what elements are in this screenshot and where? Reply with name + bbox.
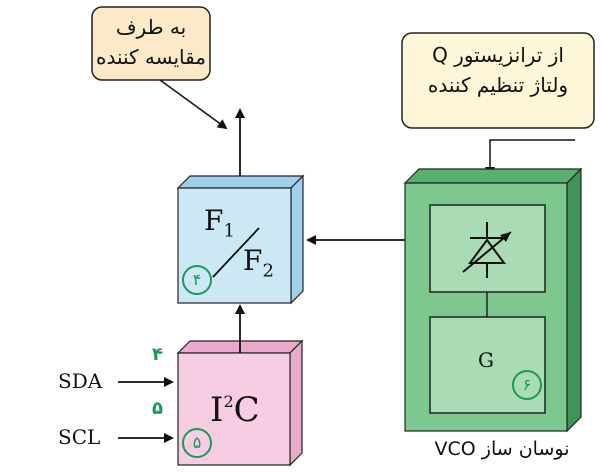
sda-label: SDA <box>58 369 103 393</box>
i2c-number-badge: ۵ <box>182 428 212 458</box>
scl-pin-number: ۵ <box>152 398 163 419</box>
vco-block <box>403 167 583 433</box>
divider-number-badge: ۴ <box>182 265 212 295</box>
transistor-line1: از ترانزیستور Q <box>432 43 564 67</box>
transistor-line2: ولتاژ تنظیم کننده <box>427 73 569 97</box>
comparator-line1: به طرف <box>115 15 187 39</box>
vco-g-label: G <box>478 348 494 372</box>
transistor-callout-text: از ترانزیستور Q ولتاژ تنظیم کننده <box>402 40 594 100</box>
comparator-callout-text: به طرف مقایسه کننده <box>92 12 210 72</box>
comparator-callout <box>91 6 211 81</box>
scl-label: SCL <box>58 425 101 449</box>
vco-number-badge: ۶ <box>512 370 542 400</box>
divider-top-label: F1 <box>204 204 235 242</box>
vco-caption: نوسان ساز VCO <box>434 438 570 460</box>
i2c-label: I2C <box>210 390 260 430</box>
varactor-diode-icon <box>462 222 512 278</box>
sda-pin-number: ۴ <box>152 344 163 365</box>
divider-block <box>176 174 305 305</box>
transistor-callout <box>401 32 595 129</box>
comparator-pointer <box>159 79 228 130</box>
control-voltage-arrow <box>485 139 575 177</box>
i2c-block <box>176 339 304 467</box>
divider-bottom-label: F2 <box>243 244 274 282</box>
comparator-line2: مقایسه کننده <box>96 45 206 69</box>
